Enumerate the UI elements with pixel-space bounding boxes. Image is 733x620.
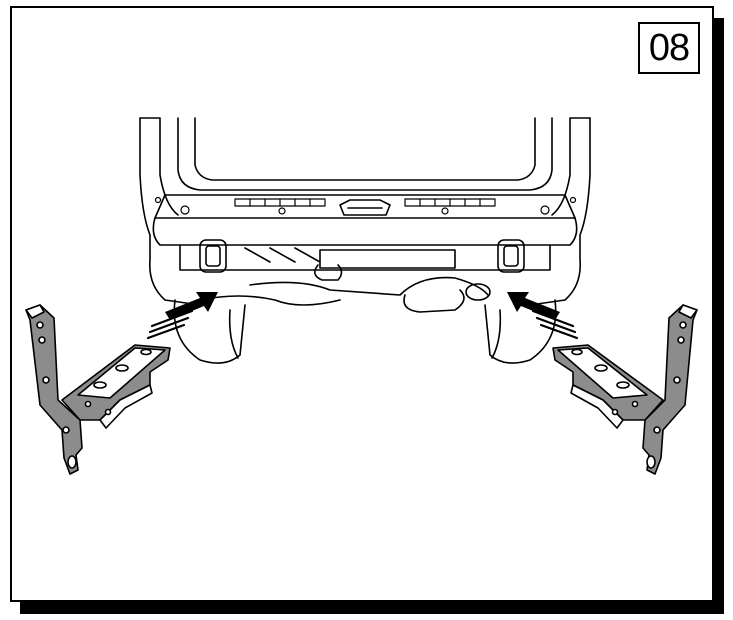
tire-right-tread [491,309,502,359]
step-number-badge: 08 [638,22,700,74]
right-bracket-bolt-holes [571,321,687,469]
vehicle-rear [139,117,591,364]
left-bracket-vertical-plate [25,304,83,475]
bumper-slots [154,196,577,215]
vehicle-body-outline [139,117,591,306]
left-bracket-bolt-holes [36,321,152,469]
exhaust-muffler [403,289,465,313]
tailgate-inner [194,117,536,181]
tow-hook [314,264,343,281]
right-bracket-plate-edge [678,304,698,319]
instruction-frame [10,6,714,602]
frame-rail-left [199,295,341,306]
left-bracket-plate-edge [25,304,45,319]
frame-rail-openings [199,239,525,273]
exhaust-tip [465,283,491,301]
underbody-detail [244,247,456,269]
tire-left-tread [228,309,239,359]
bumper-lower-edge [152,217,578,246]
underbody-crossmember [179,244,551,271]
insertion-arrow-left [146,292,218,340]
left-mounting-bracket [25,304,171,475]
insertion-arrow-right [507,292,579,340]
left-bracket-arm-flange [99,384,153,429]
exhaust-pipe [249,276,489,296]
right-bracket-vertical-plate [642,304,698,475]
right-bracket-arm-flange [570,384,624,429]
right-mounting-bracket [552,304,698,475]
step-number: 08 [648,26,690,69]
body-side-left [139,117,179,216]
tire-right [484,299,557,364]
rear-latch [339,199,391,216]
tailgate-frame [177,117,553,191]
